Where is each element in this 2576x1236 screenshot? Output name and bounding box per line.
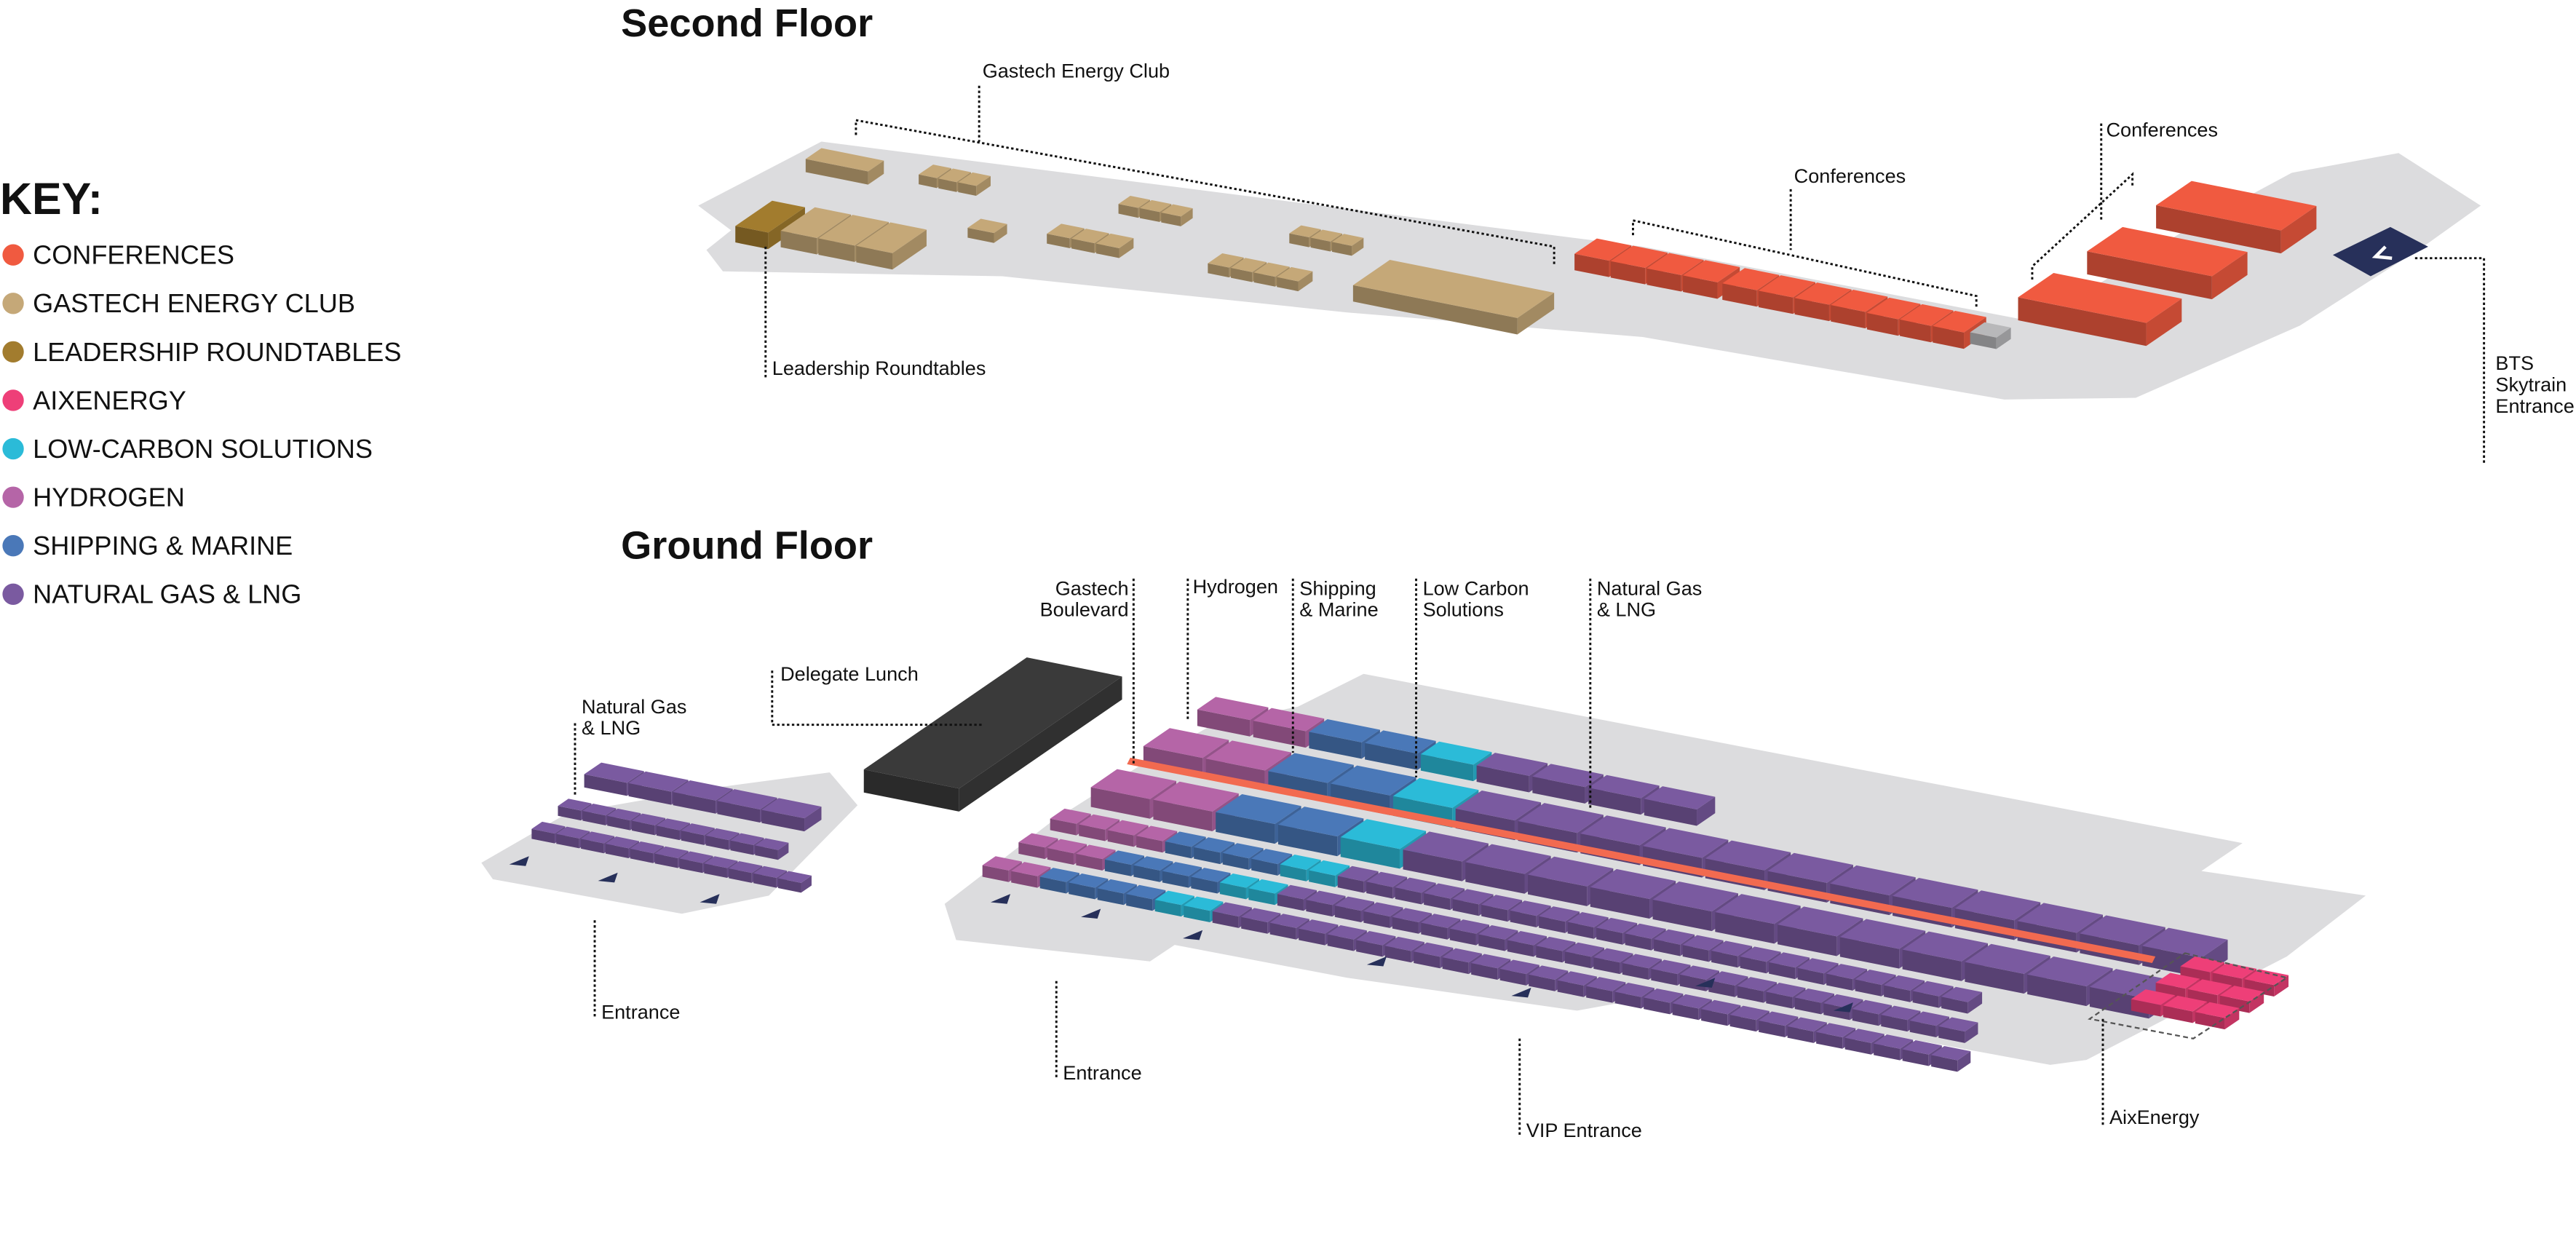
label-shipping-2: & Marine [1299, 598, 1378, 621]
aixenergy-booth[interactable] [2244, 969, 2289, 997]
entrance-arrow-icon [509, 856, 529, 866]
label-natgas-2: & LNG [1597, 598, 1656, 621]
natural-gas-booth[interactable] [755, 838, 789, 860]
aixenergy-booth[interactable] [2219, 986, 2264, 1013]
energy-club-room[interactable] [958, 172, 991, 196]
second-floor-title: Second Floor [621, 1, 873, 45]
label-boulevard-2: Boulevard [1040, 598, 1129, 621]
aixenergy-booth[interactable] [2195, 1002, 2240, 1030]
legend-swatch-icon [2, 293, 24, 314]
label-conferences-1: Conferences [1794, 165, 1906, 187]
conference-hall[interactable] [2018, 273, 2182, 346]
aixenergy-zone-outline [2088, 952, 2289, 1039]
legend-item: LOW-CARBON SOLUTIONS [2, 434, 373, 464]
exhibition-booth[interactable] [1941, 986, 1983, 1014]
exhibition-booth[interactable] [1931, 1045, 1971, 1072]
entrance-arrow-icon [1511, 987, 1531, 998]
label-aixenergy: AixEnergy [2109, 1106, 2200, 1128]
legend-item: HYDROGEN [2, 483, 185, 512]
label-natgas-left-1: Natural Gas [582, 695, 686, 718]
entrance-arrow-icon [1833, 1002, 1853, 1013]
legend-label: AIXENERGY [33, 385, 186, 415]
legend-label: HYDROGEN [33, 483, 185, 512]
service-room[interactable] [1970, 322, 2011, 349]
legend-item: AIXENERGY [2, 385, 186, 415]
legend-item: NATURAL GAS & LNG [2, 579, 301, 609]
label-low-carbon-1: Low Carbon [1423, 577, 1529, 599]
entrance-arrow-icon [1081, 908, 1101, 919]
legend-swatch-icon [2, 535, 24, 557]
label-bts-1: BTS [2495, 352, 2534, 374]
skytrain-icon[interactable] [2332, 226, 2428, 277]
label-boulevard-1: Gastech [1055, 577, 1129, 599]
legend-label: CONFERENCES [33, 240, 234, 270]
legend-label: NATURAL GAS & LNG [33, 579, 301, 609]
conference-hall[interactable] [2087, 226, 2248, 300]
label-conferences-2: Conferences [2106, 119, 2218, 141]
legend-label: GASTECH ENERGY CLUB [33, 288, 355, 318]
legend-item: GASTECH ENERGY CLUB [2, 288, 355, 318]
booths [531, 148, 2317, 1072]
entrance-arrow-icon [990, 894, 1011, 904]
legend-title: KEY: [0, 174, 103, 223]
markers [509, 226, 2428, 1039]
legend-swatch-icon [2, 437, 24, 460]
entrance-arrow-icon [598, 872, 618, 883]
exhibition-booth[interactable] [1222, 843, 1264, 871]
label-energy-club: Gastech Energy Club [983, 59, 1170, 82]
label-natgas-left-2: & LNG [582, 716, 641, 739]
map-labels: Gastech Energy Club Conferences Conferen… [582, 59, 2575, 1141]
legend-swatch-icon [2, 486, 24, 508]
energy-club-room[interactable] [1331, 234, 1364, 256]
exhibition-booth[interactable] [1076, 844, 1116, 871]
energy-club-room[interactable] [856, 222, 927, 270]
label-shipping-1: Shipping [1299, 577, 1376, 599]
natural-gas-booth[interactable] [777, 871, 812, 893]
energy-club-room[interactable] [1161, 204, 1193, 226]
legend-label: LEADERSHIP ROUNDTABLES [33, 337, 401, 367]
label-entrance-2: Entrance [1063, 1061, 1141, 1084]
natural-gas-booth[interactable] [761, 798, 822, 832]
exhibition-booth[interactable] [1644, 786, 1716, 826]
label-delegate-lunch: Delegate Lunch [780, 662, 919, 685]
energy-club-room[interactable] [1277, 266, 1313, 292]
conference-hall[interactable] [2156, 181, 2317, 254]
legend-label: LOW-CARBON SOLUTIONS [33, 434, 373, 464]
natural-gas-booth[interactable] [607, 808, 641, 831]
entrance-arrow-icon [700, 894, 720, 904]
label-bts-3: Entrance [2495, 395, 2574, 417]
legend-item: CONFERENCES [2, 240, 234, 270]
conference-room[interactable] [1933, 310, 1986, 349]
label-natgas-1: Natural Gas [1597, 577, 1702, 599]
label-bts-2: Skytrain [2495, 373, 2567, 396]
exhibition-booth[interactable] [1816, 1023, 1856, 1049]
energy-club-room[interactable] [1095, 233, 1134, 258]
entrance-arrow-icon [1183, 930, 1203, 940]
label-hydrogen: Hydrogen [1193, 575, 1278, 598]
entrance-arrow-icon [1695, 978, 1716, 988]
label-low-carbon-2: Solutions [1423, 598, 1504, 621]
legend-swatch-icon [2, 389, 24, 411]
entrance-arrow-icon [1366, 956, 1387, 967]
energy-club-lounge[interactable] [1352, 259, 1555, 335]
legend-label: SHIPPING & MARINE [33, 531, 293, 560]
legend-item: LEADERSHIP ROUNDTABLES [2, 337, 401, 367]
gastech-boulevard [1127, 757, 2156, 963]
energy-club-room[interactable] [805, 148, 884, 185]
legend: KEY: CONFERENCES GASTECH ENERGY CLUB LEADE… [0, 174, 401, 609]
legend-swatch-icon [2, 583, 24, 605]
legend-item: SHIPPING & MARINE [2, 531, 293, 560]
label-vip-entrance: VIP Entrance [1526, 1119, 1642, 1141]
energy-club-room[interactable] [967, 218, 1007, 243]
label-entrance-1: Entrance [601, 1001, 680, 1023]
leader-lines [574, 85, 2486, 1138]
exhibition-booth[interactable] [1938, 1017, 1978, 1043]
delegate-lunch-area[interactable] [863, 657, 1122, 812]
ground-floor-title: Ground Floor [621, 524, 873, 568]
label-leadership: Leadership Roundtables [772, 357, 986, 379]
exhibition-booth[interactable] [1729, 1005, 1769, 1032]
legend-swatch-icon [2, 341, 24, 363]
legend-swatch-icon [2, 244, 24, 266]
